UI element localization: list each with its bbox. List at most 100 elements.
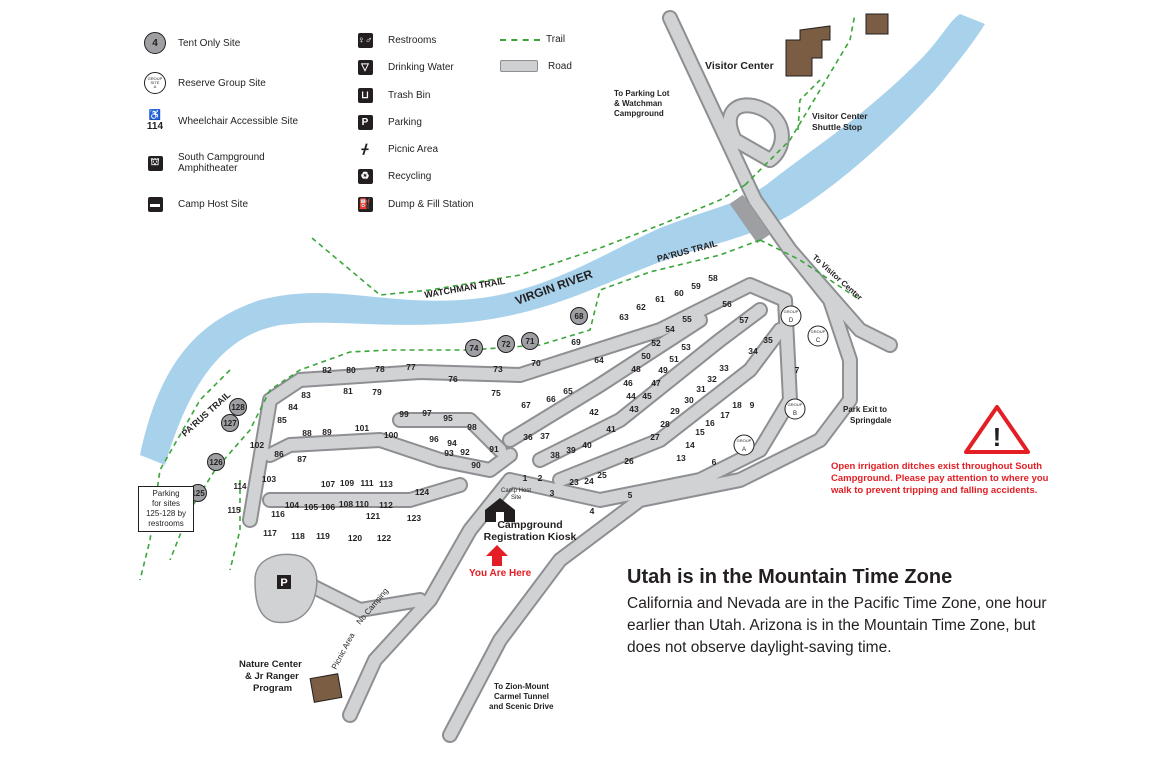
- site-number: 47: [651, 378, 661, 388]
- site-number: 84: [288, 402, 298, 412]
- site-number: 9: [750, 400, 755, 410]
- site-number: 95: [443, 413, 453, 423]
- site-number: 67: [521, 400, 531, 410]
- site-number: 7: [795, 365, 800, 375]
- picnic-table-icon: ᚋ: [361, 141, 369, 156]
- site-number: 41: [606, 424, 616, 434]
- tent-site-number: 72: [502, 340, 511, 349]
- site-number: 99: [399, 409, 409, 419]
- you-are-here-label: You Are Here: [469, 568, 532, 579]
- legend-road-label: Road: [548, 60, 572, 72]
- legend-water: ▽ Drinking Water: [354, 56, 454, 78]
- site-number: 50: [641, 351, 651, 361]
- site-number: 24: [584, 476, 594, 486]
- trail-swatch: [500, 38, 540, 41]
- to-zion-label-2: Carmel Tunnel: [494, 692, 549, 701]
- group-b-word: GROUP: [788, 402, 803, 407]
- svg-text:!: !: [993, 422, 1002, 452]
- site-number: 55: [682, 314, 692, 324]
- site-number: 48: [631, 364, 641, 374]
- legend-wheelchair: ♿114 Wheelchair Accessible Site: [146, 110, 299, 132]
- to-parking-label-3: Campground: [614, 109, 664, 118]
- site-number: 59: [691, 281, 701, 291]
- site-number: 104: [285, 500, 299, 510]
- tent-site-circle: [521, 332, 539, 350]
- site-number: 111: [360, 478, 374, 488]
- site-number: 110: [355, 499, 369, 509]
- site-number: 69: [571, 337, 581, 347]
- site-number: 28: [660, 419, 670, 429]
- site-number: 15: [695, 427, 705, 437]
- site-number: 38: [550, 450, 560, 460]
- group-site-markers: [733, 305, 829, 456]
- timezone-body: California and Nevada are in the Pacific…: [627, 595, 1047, 656]
- legend-amphitheater-label: South Campground Amphitheater: [178, 152, 265, 174]
- site-number: 75: [491, 388, 501, 398]
- visitor-center-building: [785, 25, 831, 77]
- group-d-word: GROUP: [784, 309, 799, 314]
- site-number: 56: [722, 299, 732, 309]
- irrigation-warning: Open irrigation ditches exist throughout…: [831, 461, 1049, 496]
- site-number: 27: [650, 432, 660, 442]
- legend-picnic-label: Picnic Area: [388, 143, 439, 155]
- site-number: 32: [707, 374, 717, 384]
- site-number: 73: [493, 364, 503, 374]
- you-are-here-arrow: [486, 545, 508, 566]
- site-number: 78: [375, 364, 385, 374]
- site-number: 90: [471, 460, 481, 470]
- legend-camphost-label: Camp Host Site: [178, 198, 249, 210]
- site-number: 102: [250, 440, 264, 450]
- legend-restrooms-label: Restrooms: [388, 34, 437, 46]
- to-zion-label-3: and Scenic Drive: [489, 702, 554, 711]
- site-number: 17: [720, 410, 730, 420]
- site-number: 42: [589, 407, 599, 417]
- legend-group-label: Reserve Group Site: [178, 77, 266, 89]
- road-swatch: [500, 60, 538, 72]
- site-number: 4: [590, 506, 595, 516]
- nature-center-label-1: Nature Center: [239, 659, 302, 670]
- to-zion-label-1: To Zion-Mount: [494, 682, 549, 691]
- site-number: 64: [594, 355, 604, 365]
- tent-site-number: 68: [575, 312, 584, 321]
- site-number: 45: [642, 391, 652, 401]
- legend-dump: ⛽ Dump & Fill Station: [354, 193, 474, 215]
- park-exit-label-1: Park Exit to: [843, 405, 887, 414]
- accessible-site-number: 114: [234, 482, 247, 491]
- site-number: 25: [597, 470, 607, 480]
- parking-lot-p: P: [280, 577, 287, 589]
- site-number: 98: [467, 422, 477, 432]
- restroom-icon: ♀♂: [357, 32, 373, 48]
- legend-tent: 4 Tent Only Site: [144, 32, 240, 54]
- tent-site-number: 126: [209, 458, 223, 467]
- dump-station-icon: ⛽: [357, 196, 373, 212]
- camp-host-label-1: Camp Host: [501, 488, 531, 494]
- site-number: 33: [719, 363, 729, 373]
- legend-parking: P Parking: [354, 111, 422, 133]
- site-number: 18: [732, 400, 742, 410]
- site-number: 65: [563, 386, 573, 396]
- site-number: 31: [696, 384, 706, 394]
- site-number: 89: [322, 427, 332, 437]
- site-number: 109: [340, 478, 354, 488]
- legend-amphitheater: ⛫ South Campground Amphitheater: [144, 152, 278, 174]
- timezone-note: Utah is in the Mountain Time Zone Califo…: [627, 566, 1057, 659]
- site-number: 40: [582, 440, 592, 450]
- tent-site-number: 71: [526, 337, 535, 346]
- recycling-icon: ♻: [357, 168, 373, 184]
- site-number: 23: [569, 477, 579, 487]
- legend-camphost: ▬ Camp Host Site: [144, 193, 248, 215]
- accessible-site-number: 115: [228, 506, 241, 515]
- tent-site-number: 127: [223, 419, 237, 428]
- legend-wheelchair-label: Wheelchair Accessible Site: [178, 115, 299, 127]
- site-number: 124: [415, 487, 429, 497]
- site-number: 108: [339, 499, 353, 509]
- site-number: 46: [623, 378, 633, 388]
- nature-center-label-3: Program: [253, 683, 292, 694]
- nature-center-label-2: & Jr Ranger: [245, 671, 299, 682]
- timezone-title: Utah is in the Mountain Time Zone: [627, 566, 953, 588]
- parking-note-box: Parking for sites 125-128 by restrooms: [138, 486, 194, 532]
- site-number: 91: [489, 444, 499, 454]
- bridge: [729, 194, 771, 244]
